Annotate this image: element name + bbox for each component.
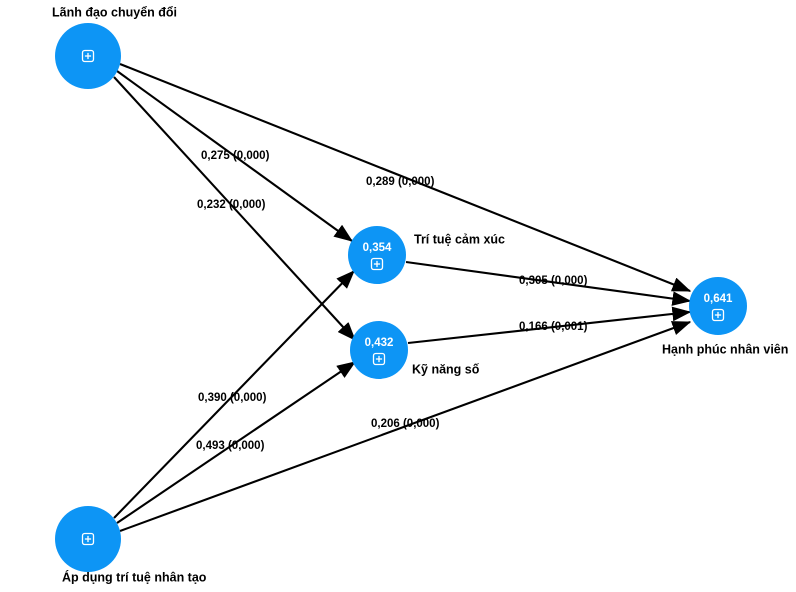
edge-label-leadership-to-emotional-intelligence: 0,275 (0,000) <box>201 150 270 162</box>
edge-label-leadership-to-digital-skills: 0,232 (0,000) <box>197 199 266 211</box>
edge-label-ai-to-emotional-intelligence: 0,390 (0,000) <box>198 392 267 404</box>
node-employee-wellbeing[interactable]: 0,641 <box>689 277 747 335</box>
node-circle-digital-skills[interactable] <box>350 321 408 379</box>
node-value-emotional-intelligence: 0,354 <box>363 242 392 254</box>
node-circle-employee-wellbeing[interactable] <box>689 277 747 335</box>
node-emotional-intelligence[interactable]: 0,354 <box>348 226 406 284</box>
edge-emotional-intelligence-to-wellbeing <box>405 260 692 306</box>
nodes-layer: Lãnh đạo chuyển đổi Áp dụng trí tuệ nhân … <box>52 5 788 584</box>
edge-leadership-to-digital-skills <box>113 76 356 341</box>
edge-ai-to-emotional-intelligence <box>113 270 355 519</box>
edge-leadership-to-wellbeing <box>119 63 692 292</box>
plus-square-icon[interactable] <box>81 532 95 546</box>
node-label-employee-wellbeing: Hạnh phúc nhân viên <box>662 342 788 356</box>
node-digital-skills[interactable]: 0,432 <box>350 321 408 379</box>
edge-ai-to-digital-skills <box>116 361 357 524</box>
plus-square-icon[interactable] <box>711 308 725 322</box>
edge-leadership-to-emotional-intelligence <box>116 70 354 242</box>
plus-square-icon[interactable] <box>372 352 386 366</box>
edge-label-ai-to-digital-skills: 0,493 (0,000) <box>196 440 265 452</box>
node-value-digital-skills: 0,432 <box>365 337 394 349</box>
edges-layer <box>113 63 692 532</box>
edge-labels-layer: 0,275 (0,000) 0,232 (0,000) 0,289 (0,000) 0… <box>196 150 588 452</box>
edge-digital-skills-to-wellbeing <box>407 306 692 345</box>
node-label-transformational-leadership: Lãnh đạo chuyển đổi <box>52 5 177 19</box>
edge-label-leadership-to-wellbeing: 0,289 (0,000) <box>366 176 435 188</box>
node-transformational-leadership[interactable] <box>55 23 121 89</box>
edge-ai-to-wellbeing <box>119 321 692 532</box>
node-label-emotional-intelligence: Trí tuệ cảm xúc <box>414 232 505 246</box>
edge-label-emotional-intelligence-to-wellbeing: 0,305 (0,000) <box>519 275 588 287</box>
node-circle-emotional-intelligence[interactable] <box>348 226 406 284</box>
edge-label-digital-skills-to-wellbeing: 0,166 (0,001) <box>519 321 588 333</box>
node-label-ai-adoption: Áp dụng trí tuệ nhân tạo <box>62 569 207 584</box>
plus-square-icon[interactable] <box>370 257 384 271</box>
edge-label-ai-to-wellbeing: 0,206 (0,000) <box>371 418 440 430</box>
node-value-employee-wellbeing: 0,641 <box>704 293 733 305</box>
plus-square-icon[interactable] <box>81 49 95 63</box>
node-label-digital-skills: Kỹ năng số <box>412 362 480 376</box>
node-ai-adoption[interactable] <box>55 506 121 572</box>
